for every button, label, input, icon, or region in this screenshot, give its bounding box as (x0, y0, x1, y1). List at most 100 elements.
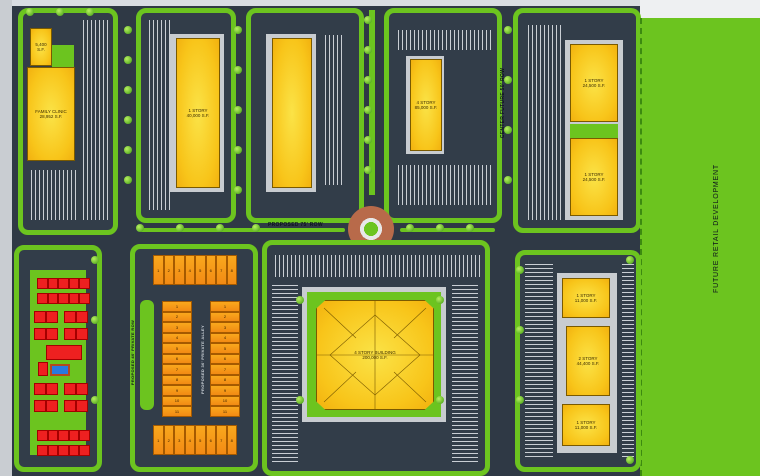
building-small-retail[interactable]: 5,400 S.F. (30, 28, 52, 66)
road-label-private-row: PROPOSED 40' PRIVATE ROW (130, 319, 136, 386)
building-label: FAMILY CLINIC (35, 108, 67, 114)
residential-unit (79, 278, 90, 289)
residential-unit (47, 293, 58, 304)
tree-icon (56, 8, 64, 16)
tree-icon (466, 224, 474, 232)
townhouse-unit: 4 (184, 255, 195, 285)
future-retail-area (640, 18, 760, 476)
tree-icon (516, 266, 524, 274)
residential-unit (46, 345, 82, 360)
residential-unit (34, 383, 46, 395)
tree-icon (124, 86, 132, 94)
building-size: 28,952 S.F. (39, 114, 63, 119)
parking-lot (395, 165, 491, 205)
townhouse-unit: 4 (210, 332, 240, 343)
building-size: 11,000 S.F. (574, 298, 598, 303)
townhouse-unit: 2 (210, 311, 240, 322)
townhouse-unit: 11 (210, 406, 240, 417)
tree-icon (504, 126, 512, 134)
parking-lot (146, 20, 170, 210)
residential-unit (37, 430, 48, 441)
building-label: 5,400 S.F. (35, 41, 47, 52)
residential-unit (37, 445, 48, 456)
townhouse-unit: 6 (162, 353, 192, 364)
tree-icon (364, 136, 372, 144)
townhouse-unit: 7 (216, 425, 227, 455)
residential-unit (58, 293, 69, 304)
residential-unit (79, 430, 90, 441)
building-size: 44,400 S.F. (576, 361, 600, 366)
tree-icon (504, 26, 512, 34)
lawn (570, 124, 618, 138)
residential-unit (34, 400, 46, 412)
tree-icon (364, 16, 372, 24)
tree-icon (124, 146, 132, 154)
residential-unit (34, 311, 46, 323)
tree-icon (234, 186, 242, 194)
building-size: 11,000 S.F. (574, 425, 598, 430)
townhouse-unit: 1 (210, 301, 240, 312)
townhouse-unit: 7 (216, 255, 227, 285)
tree-icon (406, 224, 414, 232)
townhouse-unit: 5 (195, 425, 206, 455)
building-label: 2 STORY (578, 355, 598, 361)
road-label-east-west: PROPOSED 75' ROW (268, 222, 323, 228)
residential-unit (76, 400, 88, 412)
map-border (0, 0, 760, 6)
residential-unit (79, 293, 90, 304)
townhouse-unit: 6 (205, 255, 216, 285)
townhouse-unit: 11 (162, 406, 192, 417)
residential-unit (58, 430, 69, 441)
residential-unit (46, 400, 58, 412)
townhouse-unit: 6 (210, 353, 240, 364)
map-border (0, 0, 12, 476)
townhouse-unit: 8 (162, 374, 192, 385)
townhouse-unit: 7 (162, 364, 192, 375)
townhouse-unit: 1 (153, 255, 164, 285)
building-retail-center[interactable] (272, 38, 312, 188)
residential-unit (47, 430, 58, 441)
parking-lot (525, 262, 553, 460)
median (400, 228, 495, 232)
parking-lot (28, 170, 78, 220)
residential-unit (64, 383, 76, 395)
tree-icon (626, 456, 634, 464)
tree-icon (176, 224, 184, 232)
parking-lot (622, 262, 634, 460)
building-label: 1 STORY (584, 171, 604, 177)
tree-icon (364, 166, 372, 174)
townhouse-unit: 5 (195, 255, 206, 285)
pool-icon (50, 364, 70, 376)
tree-icon (234, 66, 242, 74)
tree-icon (216, 224, 224, 232)
future-retail-label: FUTURE RETAIL DEVELOPMENT (712, 164, 720, 293)
residential-unit (68, 278, 79, 289)
map-border (640, 0, 760, 18)
building-size: 24,500 S.F. (582, 177, 606, 182)
tree-icon (252, 224, 260, 232)
building-label: 4 STORY (416, 99, 436, 105)
townhouse-unit: 5 (210, 343, 240, 354)
median (140, 228, 345, 232)
townhouse-unit: 3 (174, 255, 185, 285)
tree-icon (504, 76, 512, 84)
parking-lot (80, 20, 110, 220)
townhouse-unit: 8 (226, 255, 237, 285)
residential-unit (76, 328, 88, 340)
townhouse-unit: 5 (162, 343, 192, 354)
residential-unit (68, 445, 79, 456)
roof-lines (316, 300, 434, 410)
townhouse-unit: 1 (153, 425, 164, 455)
tree-icon (504, 176, 512, 184)
building-label: 1 STORY (188, 107, 208, 113)
tree-icon (234, 146, 242, 154)
